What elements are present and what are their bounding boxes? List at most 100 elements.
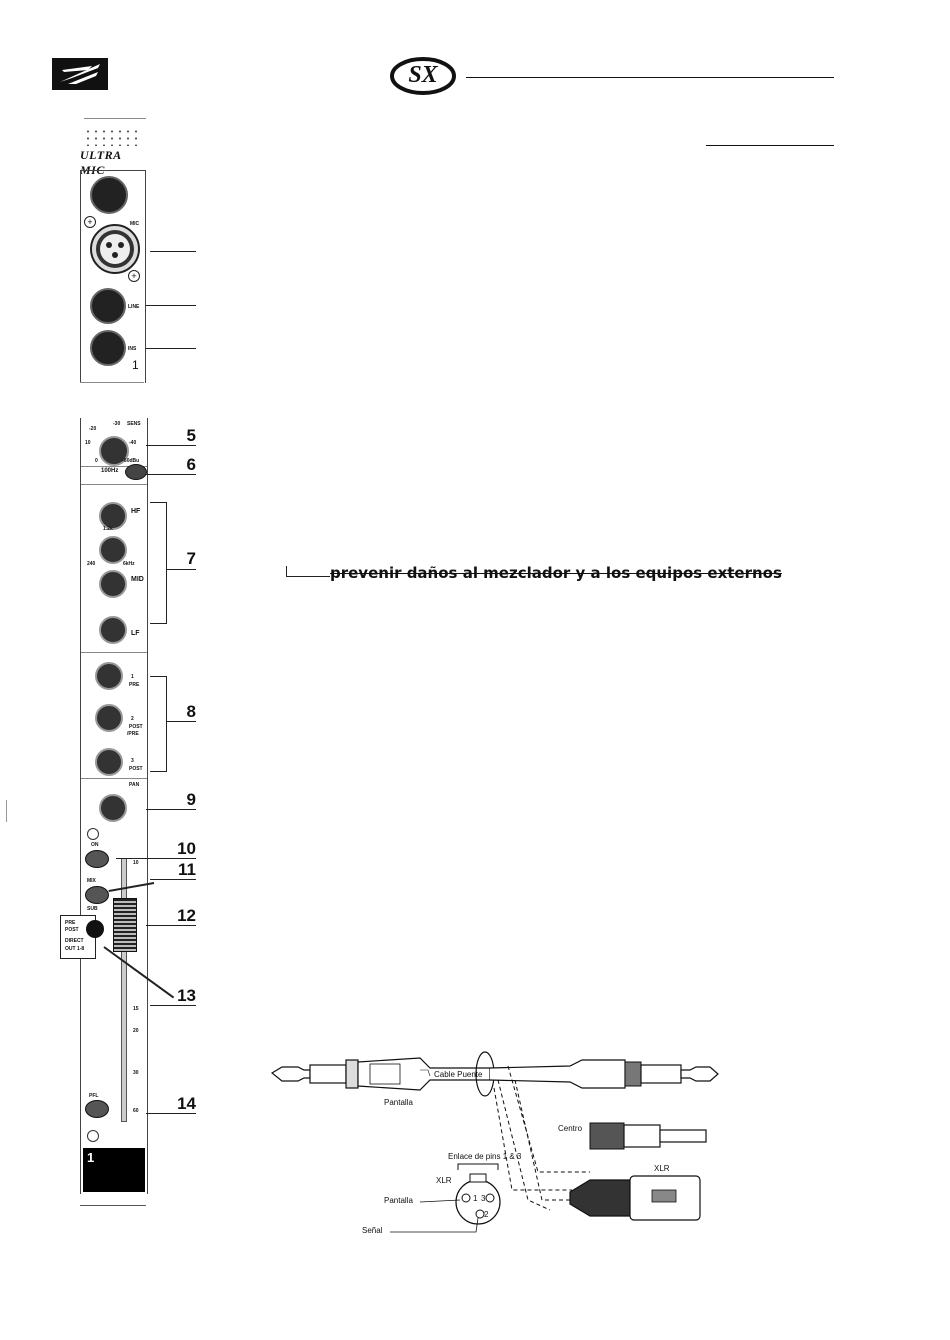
mid-label: MID: [131, 576, 144, 583]
callout-9: 9: [186, 790, 196, 809]
callout-13: 13: [177, 986, 196, 1005]
mid-freq-min-label: 240: [87, 561, 96, 567]
warning-leader: [286, 566, 287, 576]
callout-8: 8: [186, 702, 196, 721]
screw-icon: +: [84, 216, 96, 228]
cable-diagram: Cable Puente Pantalla Centro XLR Enlace …: [270, 1040, 730, 1240]
sub-label: SUB: [87, 906, 98, 912]
channel-number: 1: [87, 1150, 95, 1165]
leader-line: [146, 1113, 196, 1114]
mid-freq-knob[interactable]: [99, 536, 127, 564]
hpf-button[interactable]: [125, 464, 147, 480]
fader-scale-tick: 20: [133, 1028, 139, 1034]
section-rule: [706, 145, 834, 146]
gain-knob[interactable]: [99, 436, 129, 466]
lf-knob[interactable]: [99, 616, 127, 644]
pantalla-top-label: Pantalla: [384, 1098, 413, 1107]
aux3-label: 3: [131, 758, 134, 764]
bracket-8: [150, 676, 167, 772]
direct-pre-label: PRE: [65, 920, 76, 926]
fader-cap[interactable]: [113, 898, 137, 952]
speaker-dots: [84, 128, 140, 146]
hf-label: HF: [131, 508, 141, 515]
fader-scale-tick: 60: [133, 1108, 139, 1114]
aux3-sub-label: POST: [129, 766, 143, 772]
fader-scale-tick: 30: [133, 1070, 139, 1076]
sens-label: SENS: [127, 421, 141, 427]
callout-12: 12: [177, 906, 196, 925]
section-divider: [81, 484, 147, 485]
aux2-knob[interactable]: [95, 704, 123, 732]
mic-xlr-input[interactable]: [89, 223, 141, 275]
aux3-knob[interactable]: [95, 748, 123, 776]
enlace-label: Enlace de pins 1 & 3: [448, 1152, 522, 1161]
centro-label: Centro: [558, 1124, 583, 1133]
led-indicator: [87, 1130, 99, 1142]
pfl-button[interactable]: [85, 1100, 109, 1118]
strip-top-bottom-rule: [80, 382, 144, 383]
insert-jack[interactable]: [90, 330, 126, 366]
on-label: ON: [91, 842, 99, 848]
callout-10: 10: [177, 839, 196, 858]
pan-label: PAN: [129, 782, 140, 788]
leader-line: [146, 809, 196, 810]
mic-top-jack[interactable]: [90, 176, 128, 214]
hpf-label: 100Hz: [101, 468, 119, 474]
direct-label: DIRECT: [65, 938, 84, 944]
aux1-sub-label: PRE: [129, 682, 140, 688]
lf-label: LF: [131, 630, 140, 637]
leader-line: [166, 569, 196, 570]
channel-number-box: 1: [83, 1148, 145, 1192]
direct-out-label: OUT 1-8: [65, 946, 85, 952]
aux1-label: 1: [131, 674, 134, 680]
aux2-sub2-label: /PRE: [127, 731, 139, 737]
callout-11: 11: [178, 860, 196, 879]
leader-line: [146, 474, 196, 475]
callout-7: 7: [186, 549, 196, 568]
sens-scale-tick: -20: [89, 426, 97, 432]
channel-strip-top: ULTRA MIC + + MIC LINE INS 1: [80, 118, 146, 383]
pantalla-left-label: Pantalla: [384, 1196, 413, 1205]
sens-scale-tick: +60dBu: [121, 458, 140, 464]
leader-line: [150, 879, 196, 880]
screw-icon: +: [128, 270, 140, 282]
cable-puente-label: Cable Puente: [434, 1070, 483, 1079]
sens-scale-tick: -40: [129, 440, 137, 446]
xlr-left-label: XLR: [436, 1176, 452, 1185]
pin3-label: 3: [481, 1194, 486, 1203]
warning-text: prevenir daños al mezclador y a los equi…: [330, 564, 782, 582]
pin2-label: 2: [484, 1210, 489, 1219]
xlr-right-label: XLR: [654, 1164, 670, 1173]
callout-14: 14: [177, 1094, 196, 1113]
callout-6: 6: [186, 455, 196, 474]
leader-line: [150, 1005, 196, 1006]
brand-logo-text: SX: [408, 62, 438, 88]
brand-logo: SX: [390, 56, 456, 96]
mid-gain-knob[interactable]: [99, 570, 127, 598]
senal-label: Señal: [362, 1226, 383, 1235]
mix-sub-button[interactable]: [85, 886, 109, 904]
line-input-jack[interactable]: [90, 288, 126, 324]
leader-line: [166, 721, 196, 722]
mid-freq-max-label: 6kHz: [123, 561, 135, 567]
pan-knob[interactable]: [99, 794, 127, 822]
leader-line: [116, 858, 196, 859]
bracket-7: [150, 502, 167, 624]
direct-post-label: POST: [65, 927, 79, 933]
strip-top-rule: [84, 118, 146, 119]
leader-line: [146, 445, 196, 446]
hf-knob[interactable]: [99, 502, 127, 530]
section-divider: [81, 778, 147, 779]
fader-scale-tick: 15: [133, 1006, 139, 1012]
direct-out-switch[interactable]: [86, 920, 104, 938]
on-button[interactable]: [85, 850, 109, 868]
aux1-knob[interactable]: [95, 662, 123, 690]
warning-leader: [286, 576, 330, 577]
margin-mark: [6, 800, 7, 822]
manufacturer-logo: [52, 58, 108, 90]
leader-line: [146, 305, 196, 306]
header-rule: [466, 77, 834, 78]
sens-scale-tick: 10: [85, 440, 91, 446]
callout-5: 5: [186, 426, 196, 445]
leader-line: [146, 348, 196, 349]
